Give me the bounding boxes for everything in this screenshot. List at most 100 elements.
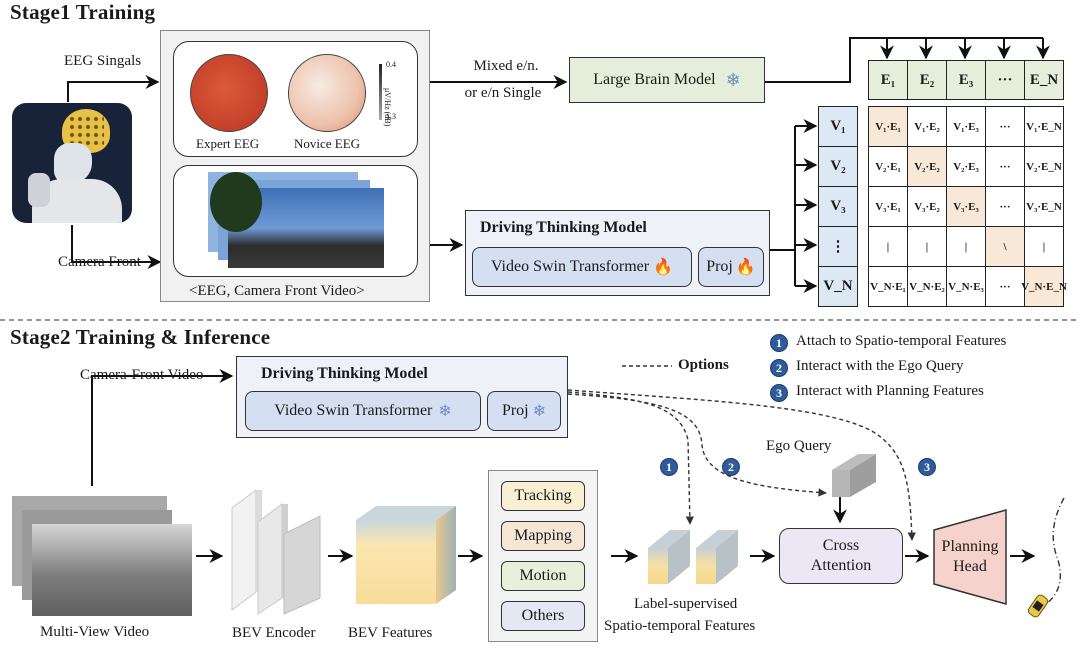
legend-badge-1: 1 [770, 334, 788, 352]
mixed-label-line1: Mixed e/n. [473, 58, 539, 74]
task-heads-panel: Tracking Mapping Motion Others [488, 470, 598, 642]
stage1-video-swin-transformer[interactable]: Video Swin Transformer 🔥 [472, 247, 692, 287]
v-token: V₁ [818, 106, 858, 147]
option-2-path [567, 393, 827, 497]
trajectory-path [1045, 497, 1065, 605]
legend-badge-2: 2 [770, 359, 788, 377]
e-token: E_N [1024, 60, 1064, 100]
legend-text-1: Attach to Spatio-temporal Features [796, 333, 1007, 349]
planning-head-line1: Planning [941, 538, 999, 555]
matrix-cell: | [868, 226, 908, 267]
e-token: ··· [985, 60, 1025, 100]
bev-encoder-graphic [231, 489, 321, 615]
snowflake-icon: ❄ [532, 403, 547, 420]
options-label: Options [678, 357, 729, 373]
legend-text-3: Interact with Planning Features [796, 383, 984, 399]
expert-eeg-label: Expert EEG [196, 136, 260, 151]
cross-attention-line2: Attention [810, 557, 872, 574]
eeg-signals-label: EEG Singals [64, 53, 142, 69]
bev-encoder-label: BEV Encoder [232, 625, 316, 641]
camera-front-arrow [71, 225, 162, 269]
large-brain-model-box[interactable]: Large Brain Model ❄ [569, 57, 765, 103]
camera-front-label: Camera Front [58, 254, 141, 270]
st-features-label-line1: Label-supervised [634, 596, 738, 612]
matrix-cell: V₁·E₂ [907, 106, 947, 147]
multi-view-video-label: Multi-View Video [40, 624, 150, 640]
planning-head-shape [933, 509, 1007, 605]
colorbar [379, 64, 382, 120]
camera-front-video-panel [173, 165, 418, 277]
matrix-cell: V₂·E₁ [868, 146, 908, 187]
matrix-cell: V₃·E₂ [907, 186, 947, 227]
matrix-cell: V₂·E_N [1024, 146, 1064, 187]
task-motion[interactable]: Motion [501, 561, 585, 591]
stage2-proj[interactable]: Proj ❄ [487, 391, 561, 431]
large-brain-model-label: Large Brain Model [593, 71, 716, 88]
spatio-temporal-features-graphic [648, 530, 738, 584]
eeg-video-pair-panel: Expert EEG Novice EEG 0.4 1.3 μV/Hz (dB)… [160, 30, 430, 302]
snowflake-icon: ❄ [438, 403, 452, 420]
bev-features-cube [356, 506, 456, 604]
v-token: ⋮ [818, 226, 858, 267]
v-token: V₃ [818, 186, 858, 227]
stage1-driving-thinking-model[interactable]: Driving Thinking Model Video Swin Transf… [465, 210, 770, 296]
planning-head-line2: Head [953, 558, 987, 575]
ego-query-block [832, 454, 876, 497]
car-icon [1027, 594, 1049, 618]
matrix-cell: | [907, 226, 947, 267]
task-others[interactable]: Others [501, 601, 585, 631]
fire-icon: 🔥 [735, 259, 756, 276]
matrix-cell: V₃·E_N [1024, 186, 1064, 227]
st-features-label-line2: Spatio-temporal Features [604, 618, 756, 634]
matrix-cell: V₁·E₃ [946, 106, 986, 147]
option-badge-3: 3 [918, 458, 936, 476]
ego-query-label: Ego Query [766, 438, 832, 454]
task-tracking[interactable]: Tracking [501, 481, 585, 511]
stage2-video-swin-transformer[interactable]: Video Swin Transformer ❄ [245, 391, 481, 431]
matrix-cell: ··· [985, 106, 1025, 147]
stage2-driving-thinking-model[interactable]: Driving Thinking Model Video Swin Transf… [236, 356, 568, 438]
snowflake-icon: ❄ [725, 69, 741, 90]
planning-head-label[interactable]: Planning Head [934, 534, 1006, 580]
matrix-cell: ··· [985, 186, 1025, 227]
v-token: V₂ [818, 146, 858, 187]
multi-view-video-stack [12, 496, 192, 616]
stage1-proj-label: Proj [706, 258, 733, 275]
stage1-dtm-title: Driving Thinking Model [480, 219, 647, 236]
matrix-cell: | [946, 226, 986, 267]
stage1-proj[interactable]: Proj 🔥 [698, 247, 764, 287]
matrix-cell: | [1024, 226, 1064, 267]
matrix-cell: V₃·E₁ [868, 186, 908, 227]
stage1-vst-label: Video Swin Transformer [490, 258, 650, 275]
matrix-cell-diagonal: V_N·E_N [1021, 266, 1067, 307]
matrix-cell: V₂·E₃ [946, 146, 986, 187]
matrix-cell: V_N·E₂ [907, 266, 947, 307]
tree [210, 172, 262, 232]
stage2-dtm-title: Driving Thinking Model [261, 365, 428, 382]
colorbar-unit: μV/Hz (dB) [383, 88, 392, 127]
task-mapping[interactable]: Mapping [501, 521, 585, 551]
option-3-path [567, 389, 916, 541]
option-badge-1: 1 [660, 458, 678, 476]
matrix-cell-diagonal: V₁·E₁ [868, 106, 908, 147]
option-badge-2: 2 [722, 458, 740, 476]
e-token: E₃ [946, 60, 986, 100]
colorbar-min: 1.3 [386, 112, 396, 121]
e-token: E₂ [907, 60, 947, 100]
matrix-cell-diagonal: V₃·E₃ [946, 186, 986, 227]
colorbar-max: 0.4 [386, 60, 396, 69]
matrix-cell: ··· [985, 266, 1025, 307]
matrix-cell: V_N·E₁ [868, 266, 908, 307]
novice-eeg-label: Novice EEG [294, 136, 361, 151]
stage2-proj-label: Proj [501, 402, 529, 419]
matrix-cell: V₁·E_N [1024, 106, 1064, 147]
matrix-cell: V_N·E₃ [946, 266, 986, 307]
video-frame-front [32, 524, 192, 616]
mixed-label-line2: or e/n Single [464, 85, 542, 101]
stage1-title: Stage1 Training [10, 0, 156, 24]
v-token: V_N [818, 266, 858, 307]
bev-features-label: BEV Features [348, 625, 433, 641]
cross-attention-box[interactable]: Cross Attention [779, 528, 903, 584]
legend-text-2: Interact with the Ego Query [796, 358, 964, 374]
matrix-cell-diagonal: V₂·E₂ [907, 146, 947, 187]
